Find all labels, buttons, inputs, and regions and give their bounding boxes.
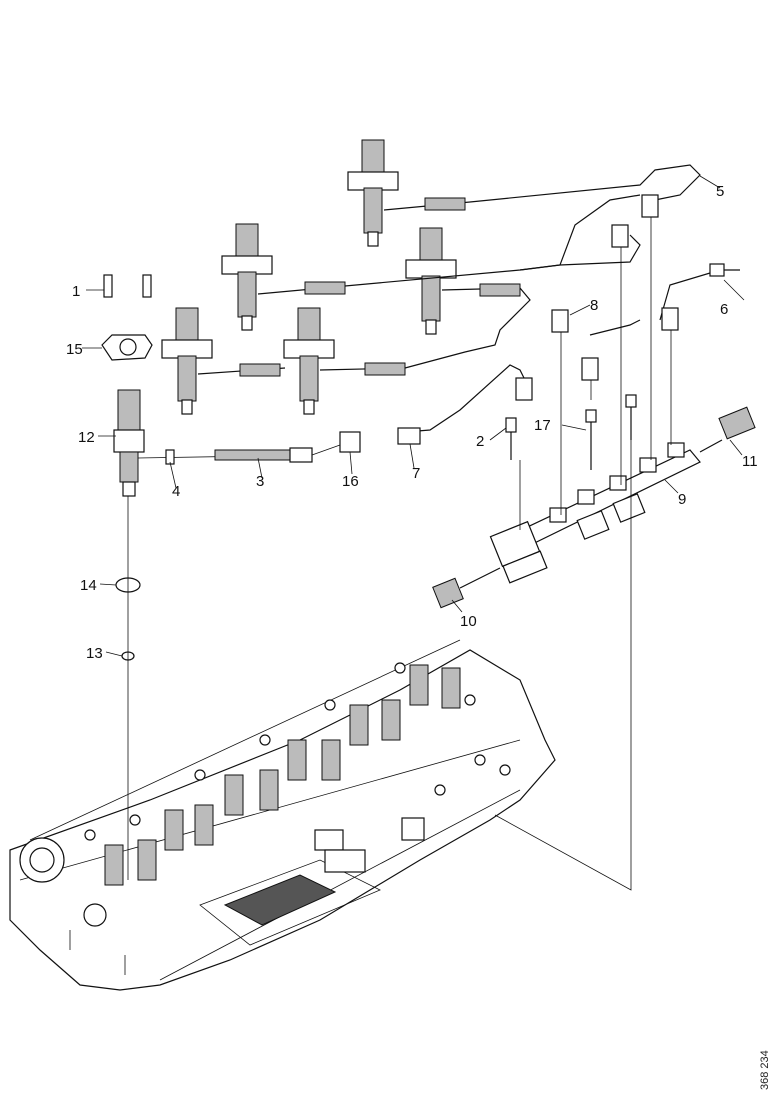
injector-connector-tubes [197, 197, 521, 377]
callout-5: 5 [716, 183, 724, 200]
callout-3: 3 [256, 473, 264, 490]
injector-e [283, 307, 335, 415]
document-number: 368 234 [759, 1050, 771, 1090]
callout-9: 9 [678, 491, 686, 508]
fuel-rail [489, 442, 701, 584]
leader-lines [82, 175, 745, 657]
injector-a [347, 139, 399, 247]
callout-14: 14 [80, 577, 97, 594]
valve-springs [104, 664, 461, 886]
injector-c [405, 227, 457, 335]
fuel-injector-set [161, 139, 457, 415]
callout-2: 2 [476, 433, 484, 450]
callout-12: 12 [78, 429, 95, 446]
injector-d [161, 307, 213, 415]
callout-16: 16 [342, 473, 359, 490]
callout-8: 8 [590, 297, 598, 314]
callout-7: 7 [412, 465, 420, 482]
pressure-relief-valve [432, 567, 501, 609]
callout-11: 11 [742, 453, 758, 470]
callout-labels: 1 2 3 4 5 6 7 8 9 10 11 12 13 14 15 16 1… [66, 183, 758, 662]
callout-6: 6 [720, 301, 728, 318]
high-pressure-pipes [344, 164, 740, 433]
callout-1: 1 [72, 283, 80, 300]
rail-pressure-sensor [699, 406, 756, 453]
callout-17: 17 [534, 417, 551, 434]
mounting-bolts [494, 217, 672, 891]
callout-13: 13 [86, 645, 103, 662]
callout-10: 10 [460, 613, 477, 630]
injector-b [221, 223, 273, 331]
callout-4: 4 [172, 483, 180, 500]
callout-15: 15 [66, 341, 83, 358]
cylinder-head [9, 639, 556, 991]
